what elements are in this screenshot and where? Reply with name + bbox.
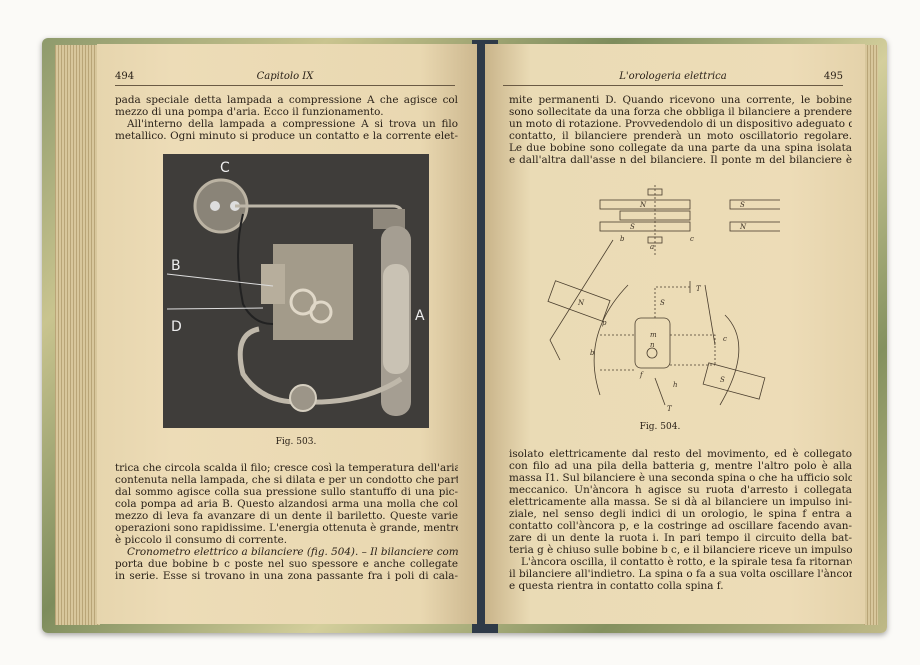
text-line: contenuta nella lampada, che si dilata e…: [115, 474, 458, 486]
figure-label: C: [220, 160, 230, 176]
text-block-bottom: trica che circola scalda il filo; cresce…: [115, 462, 458, 582]
figure-label: N: [739, 223, 747, 231]
text-line: un moto di rotazione. Provvedendolo di u…: [509, 118, 852, 130]
text-line: contatto, il bilanciere prenderà un moto…: [509, 130, 852, 142]
text-line: All'interno della lampada a compressione…: [127, 118, 458, 130]
text-block-top: pada speciale detta lampada a compressio…: [115, 94, 458, 142]
text-line: zare di un dente la ruota i. In pari tem…: [509, 532, 852, 544]
text-line: contatto coll'àncora p, e la costringe a…: [509, 520, 852, 532]
figure-label: B: [171, 258, 181, 274]
figure-label: S: [740, 201, 745, 209]
text-line: L'àncora oscilla, il contatto è rotto, e…: [521, 556, 852, 568]
figure-503-photo: C B D A: [163, 154, 429, 428]
figure-label: a: [650, 243, 654, 251]
text-line: porta due bobine b c poste nel suo spess…: [115, 558, 458, 570]
figure-label: S: [660, 299, 665, 307]
figure-label: T: [696, 285, 702, 293]
text-line: pada speciale detta lampada a compressio…: [115, 94, 458, 106]
text-line: ziale, nel senso degli indici di un orol…: [509, 508, 852, 520]
figure-504-diagram: N S S N b a c T S N p m n b c S f h T: [547, 185, 780, 413]
text-line: è piccolo il consumo di corrente.: [115, 534, 288, 546]
figure-label: h: [673, 381, 678, 389]
figure-label: b: [620, 235, 625, 243]
text-line: Le due bobine sono collegate da una part…: [509, 142, 852, 154]
text-line: sono sollecitate da una forza che obblig…: [509, 106, 852, 118]
page-number: 494: [115, 71, 135, 82]
figure-label: N: [577, 299, 585, 307]
figure-label: D: [171, 319, 182, 335]
figure-label: p: [602, 319, 607, 327]
text-line: mite permanenti D. Quando ricevono una c…: [509, 94, 852, 106]
figure-caption: Fig. 504.: [639, 422, 681, 432]
figure-label: c: [723, 335, 727, 343]
text-line: mezzo di una pompa d'aria. Ecco il funzi…: [115, 106, 384, 118]
page-edges-right: [864, 45, 878, 625]
figure-caption: Fig. 503.: [275, 437, 317, 447]
text-line: e questa rientra in contatto colla spina…: [509, 580, 724, 592]
text-line: mezzo di leva fa avanzare di un dente il…: [115, 510, 458, 522]
text-line: isolato elettricamente dal resto del mov…: [509, 448, 852, 460]
text-line: cola pompa ad aria B. Questo alzandosi a…: [115, 498, 458, 510]
right-page: L'orologeria elettrica 495 mite permanen…: [485, 44, 865, 624]
figure-label: S: [630, 223, 635, 231]
running-head: Capitolo IX: [256, 71, 314, 82]
text-line: Cronometro elettrico a bilanciere (fig. …: [127, 546, 458, 558]
figure-label: m: [650, 331, 657, 339]
text-line: dal sommo agisce colla sua pressione sul…: [115, 486, 458, 498]
figure-label: T: [667, 405, 673, 413]
running-header: L'orologeria elettrica 495: [503, 71, 843, 86]
figure-label: S: [720, 376, 725, 384]
text-block-top: mite permanenti D. Quando ricevono una c…: [509, 94, 852, 166]
text-line: massa I1. Sul bilanciere è una seconda s…: [509, 472, 852, 484]
text-line: trica che circola scalda il filo; cresce…: [115, 462, 458, 474]
page-edges-left: [55, 45, 100, 625]
figure-label: n: [650, 341, 655, 349]
text-block-bottom: isolato elettricamente dal resto del mov…: [509, 448, 852, 592]
page-number: 495: [823, 71, 843, 82]
figure-label: N: [639, 201, 647, 209]
text-line: operazioni sono rapidissime. L'energia o…: [115, 522, 458, 534]
figure-label: A: [415, 308, 425, 324]
text-line: in serie. Esse si trovano in una zona pa…: [115, 570, 458, 582]
text-line: il bilanciere all'indietro. La spina o f…: [509, 568, 852, 580]
figure-label: c: [690, 235, 694, 243]
figure-label: f: [639, 371, 644, 379]
text-line: teria g è chiuso sulle bobine b c, e il …: [509, 544, 852, 556]
running-header: 494 Capitolo IX: [115, 71, 455, 86]
text-line: metallico. Ogni minuto si produce un con…: [115, 130, 458, 142]
left-page: 494 Capitolo IX pada speciale detta lamp…: [97, 44, 477, 624]
text-line: elettricamente alla massa. Se si dà al b…: [509, 496, 852, 508]
figure-label: b: [590, 349, 595, 357]
running-head: L'orologeria elettrica: [619, 71, 727, 82]
text-line: meccanico. Un'àncora h agisce su ruota d…: [509, 484, 852, 496]
text-line: e dall'altra dall'asse n del bilanciere.…: [509, 154, 852, 166]
text-line: con filo ad una pila della batteria g, m…: [509, 460, 852, 472]
